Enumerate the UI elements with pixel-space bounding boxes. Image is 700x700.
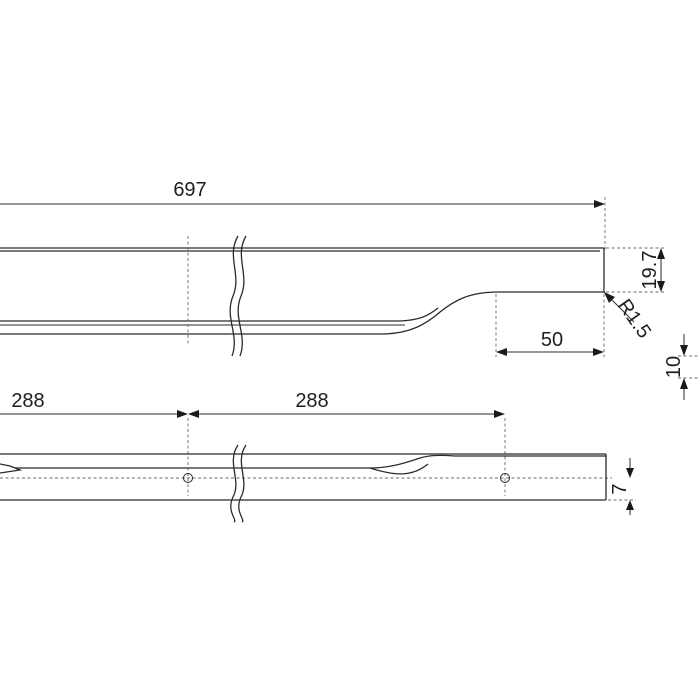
handle-lower-contour [0,291,604,335]
length-dimension-label: 697 [173,179,206,201]
break-symbol-top-a [229,235,239,357]
break-symbol-top-b [237,235,247,357]
right-spacing-label: 288 [295,390,328,412]
offset-arrow-top [626,468,634,478]
bottom-handle-groove-lower [369,463,429,475]
radius-arrow-head [604,292,615,303]
thickness-dimension: 10 [663,334,700,400]
offset-dimension-label: 7 [609,483,631,494]
radius-dimension-label: R1.5 [613,295,655,342]
tail-arrow-left [496,348,507,356]
handle-lower-inner-contour [0,307,439,322]
length-arrow-head [594,200,605,208]
right-spacing-arrow-left [188,410,199,418]
bottom-handle-groove [15,454,606,469]
offset-arrow-bottom [626,500,634,510]
tail-arrow-right [593,348,604,356]
mounting-hole-right [500,473,510,483]
left-spacing-arrow [177,410,188,418]
thickness-arrow-bottom [680,378,688,389]
break-symbol-bottom-a [230,444,239,523]
mounting-hole-left [183,473,193,483]
height-arrow-bottom [657,281,665,292]
left-spacing-label: 288 [11,390,44,412]
height-dimension-label: 19.7 [639,251,661,290]
right-spacing-arrow-right [494,410,505,418]
bottom-hole-view: 288 288 7 [0,390,636,523]
height-arrow-top [657,248,665,259]
tail-dimension-label: 50 [541,329,563,351]
top-profile-view: 697 19.7 R1.5 50 [0,179,666,357]
thickness-dimension-label: 10 [663,356,685,378]
break-symbol-bottom-b [238,444,247,523]
thickness-arrow-top [680,345,688,356]
